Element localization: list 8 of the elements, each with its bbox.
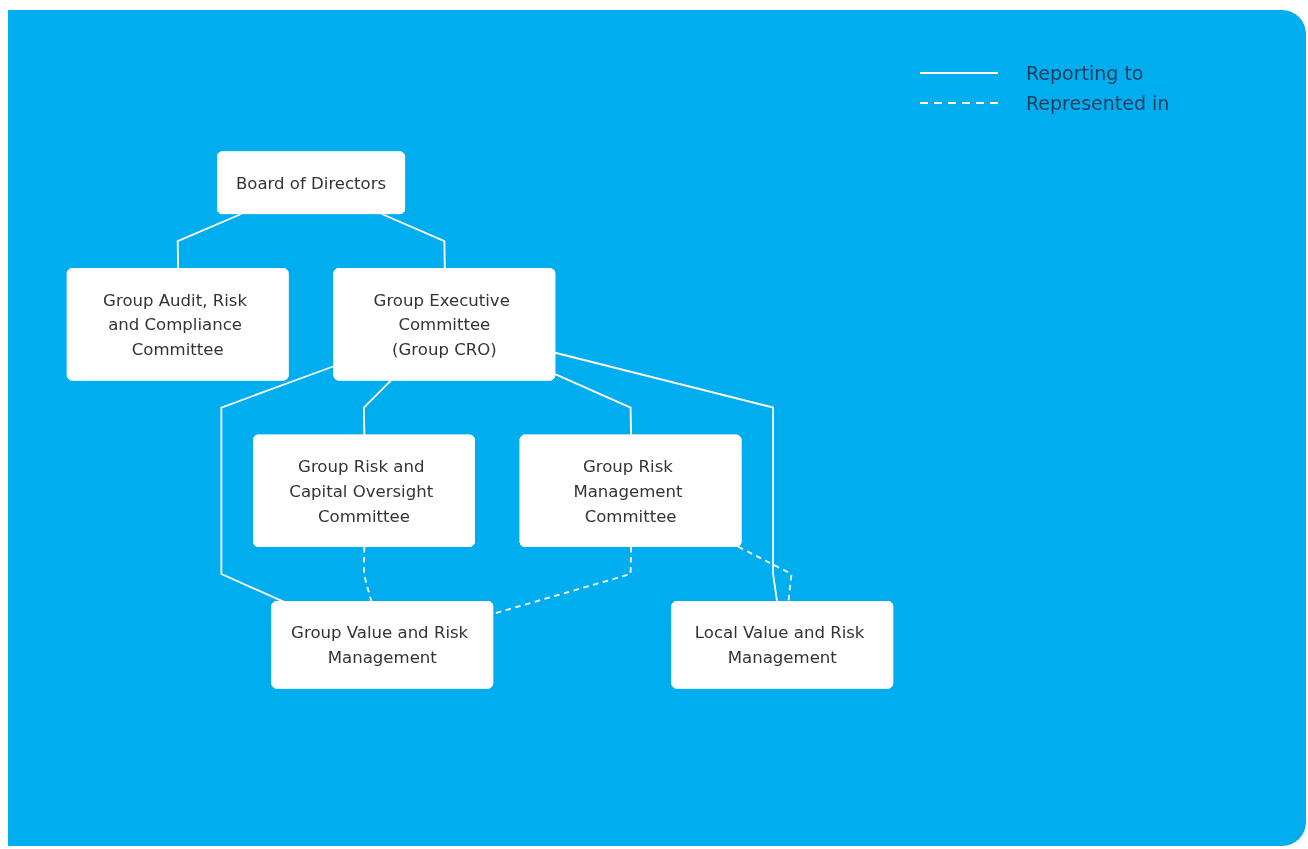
connector bbox=[220, 365, 336, 603]
connector bbox=[554, 373, 632, 437]
connector bbox=[363, 546, 373, 603]
legend-text: Represented in bbox=[1026, 92, 1170, 114]
connector bbox=[554, 351, 779, 603]
legend-text: Reporting to bbox=[1026, 62, 1144, 84]
connector bbox=[363, 379, 392, 437]
connector bbox=[737, 545, 793, 603]
